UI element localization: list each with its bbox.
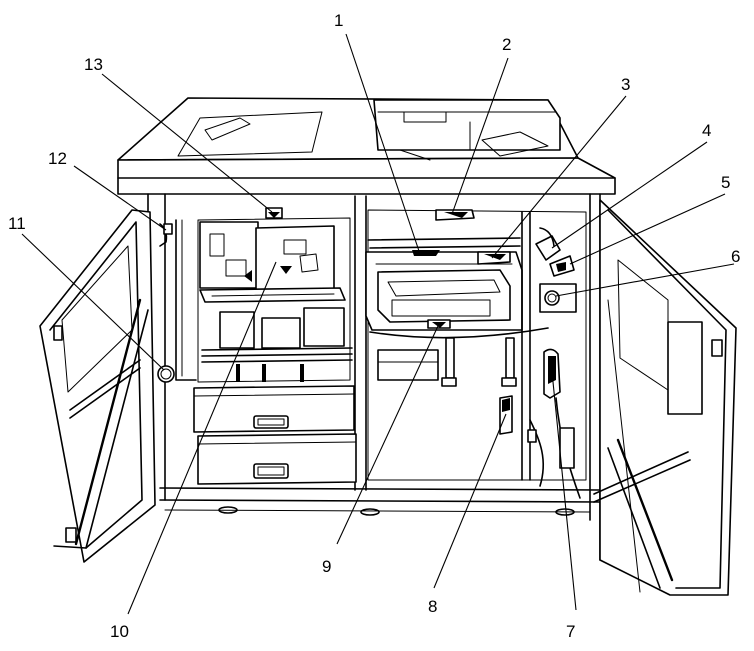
callout-3: 3: [621, 75, 630, 94]
leader-4: [551, 141, 708, 249]
callout-8: 8: [428, 597, 437, 616]
right-compartment: [365, 209, 587, 499]
leader-10: [127, 261, 277, 615]
left-compartment: [157, 207, 353, 383]
leader-3: [491, 95, 627, 259]
callout-7: 7: [566, 622, 575, 641]
top-cover: [117, 97, 616, 195]
leader-9: [336, 325, 439, 545]
leader-11: [21, 233, 165, 371]
callout-1: 1: [334, 11, 343, 30]
leader-2: [451, 57, 509, 215]
leader-13: [101, 73, 273, 213]
callout-5: 5: [721, 173, 730, 192]
leader-1: [345, 33, 421, 255]
right-door: [593, 199, 737, 596]
leader-8: [433, 413, 507, 589]
left-door: [39, 209, 156, 563]
leader-12: [73, 165, 167, 231]
callout-12: 12: [48, 149, 67, 168]
callout-numbers: 1 2 3 4 5 6 7 8 9 10 11 12 13: [8, 11, 740, 641]
leader-6: [555, 263, 735, 297]
left-drawers: [193, 385, 357, 485]
callout-4: 4: [702, 121, 711, 140]
callout-9: 9: [322, 557, 331, 576]
callout-2: 2: [502, 35, 511, 54]
callout-10: 10: [110, 622, 129, 641]
leader-7: [551, 371, 577, 611]
leader-5: [569, 193, 726, 265]
callout-leaders: [21, 33, 735, 615]
callout-6: 6: [731, 247, 740, 266]
callout-13: 13: [84, 55, 103, 74]
callout-11: 11: [8, 214, 26, 233]
